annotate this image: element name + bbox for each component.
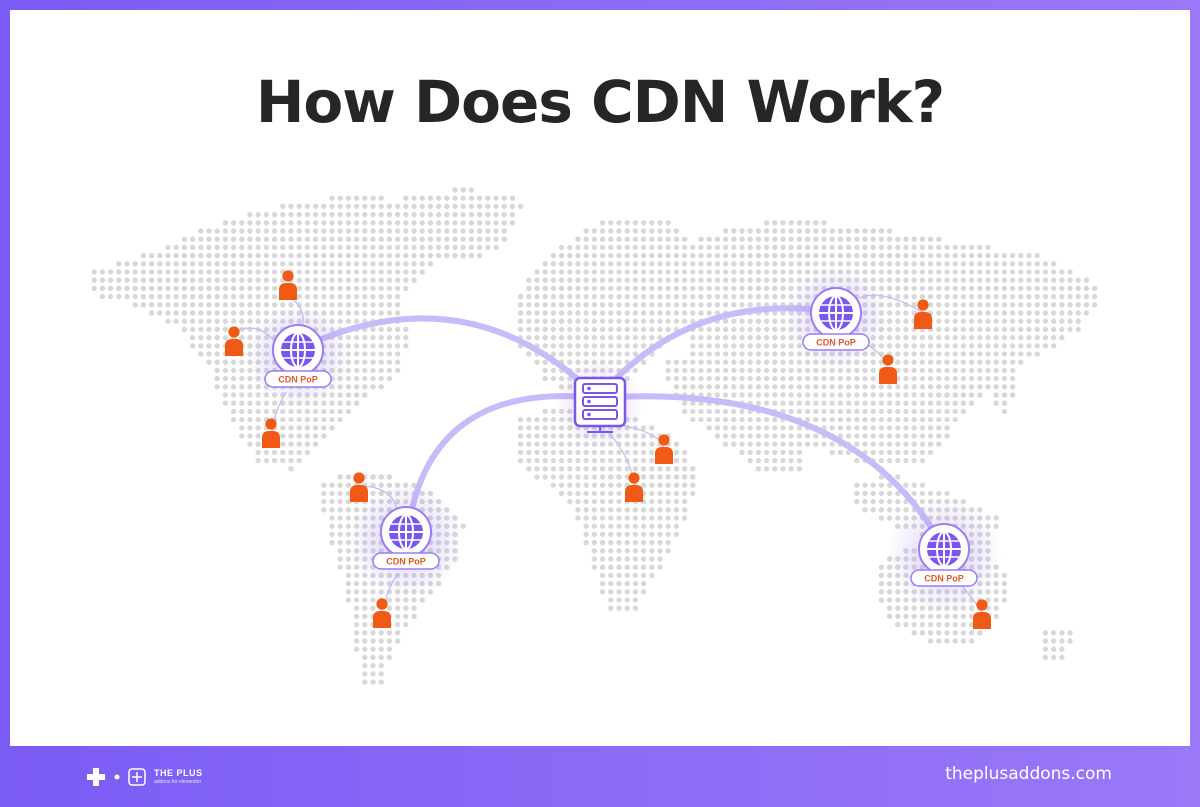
- cdn-pop-node: CDN PoP: [264, 324, 332, 388]
- arc-to-north-america-pop: [297, 315, 601, 401]
- cdn-pop-node: CDN PoP: [372, 506, 440, 570]
- cdn-pop-label: CDN PoP: [386, 557, 426, 567]
- globe-icon: [281, 332, 315, 368]
- cdn-pop-node: CDN PoP: [802, 287, 870, 351]
- brand-name: THE PLUS: [154, 768, 203, 778]
- cdn-world-map-diagram: CDN PoP CDN PoP CDN PoP: [91, 187, 1098, 685]
- pop-glows: [246, 266, 1002, 614]
- cdn-pop-label: CDN PoP: [278, 375, 318, 385]
- origin-server-icon: [573, 376, 627, 433]
- globe-icon: [389, 514, 423, 550]
- dot-separator-icon: [114, 774, 120, 780]
- content-card: How Does CDN Work?: [10, 10, 1190, 746]
- brand-logo[interactable]: THE PLUS addons for elementor: [86, 765, 203, 789]
- brand-text: THE PLUS addons for elementor: [154, 769, 203, 785]
- user-icon: [373, 598, 391, 628]
- the-plus-logo-icon: [128, 768, 146, 786]
- plus-icon: [87, 768, 105, 786]
- user-icon: [279, 270, 297, 300]
- cdn-pop-label: CDN PoP: [924, 574, 964, 584]
- website-link[interactable]: theplusaddons.com: [945, 764, 1112, 784]
- cdn-pop-label: CDN PoP: [816, 338, 856, 348]
- footer-bar: THE PLUS addons for elementor theplusadd…: [0, 746, 1200, 807]
- globe-icon: [927, 531, 961, 567]
- user-icon: [262, 418, 280, 448]
- page-title: How Does CDN Work?: [255, 68, 945, 136]
- user-icon: [879, 354, 897, 384]
- brand-tagline: addons for elementor: [154, 779, 202, 785]
- globe-icon: [819, 295, 853, 331]
- cdn-pop-node: CDN PoP: [910, 523, 978, 587]
- dotted-world-map: [91, 187, 1098, 685]
